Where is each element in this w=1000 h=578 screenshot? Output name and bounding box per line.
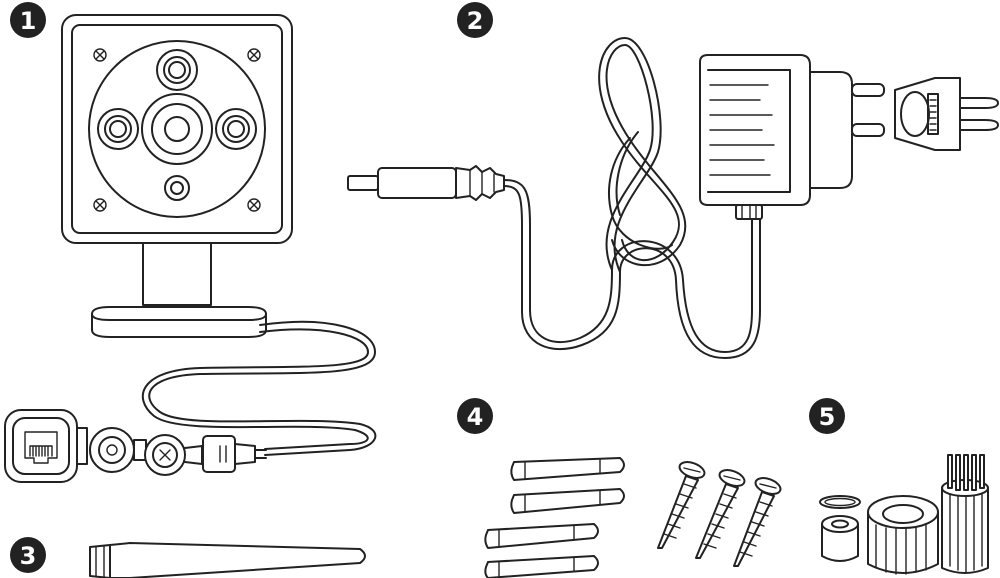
item-2-power-adapter: 2 (347, 2, 999, 359)
camera-stand (91, 242, 267, 338)
label-badge-1: 1 (10, 2, 46, 38)
item-1-camera: 1 (4, 2, 377, 483)
corner-screw-icon (93, 48, 261, 212)
ethernet-port-icon (4, 409, 88, 483)
camera-cable (141, 320, 377, 456)
item-4-wall-anchors-and-screws: 4 (457, 398, 782, 578)
light-sensor-icon (164, 175, 190, 201)
eu-plug-icon (809, 71, 885, 189)
label-number-1: 1 (20, 7, 37, 35)
screw-icon (657, 461, 782, 567)
label-number-2: 2 (467, 7, 484, 35)
label-badge-3: 3 (10, 537, 46, 573)
dc-power-jack-icon (89, 427, 147, 473)
label-number-3: 3 (20, 542, 37, 570)
rubber-seal-icon (821, 515, 859, 562)
cable-plug-icon (202, 435, 267, 473)
label-badge-2: 2 (457, 2, 493, 38)
item-5-waterproof-kit: 5 (809, 398, 989, 575)
camera-lens-icon (141, 93, 213, 165)
cable-gland-icon (941, 454, 989, 574)
camera-body (61, 14, 293, 244)
dc-plug-icon (347, 165, 505, 201)
reset-connector-icon (144, 434, 203, 476)
label-number-5: 5 (819, 403, 836, 431)
label-badge-5: 5 (809, 398, 845, 434)
item-3-antenna: 3 (10, 537, 366, 578)
adapter-body (699, 54, 811, 220)
wall-anchor-icon (484, 457, 625, 578)
locking-nut-icon (867, 495, 939, 575)
o-ring-icon (819, 495, 861, 509)
adapter-cable (503, 37, 761, 359)
ir-led-icon (97, 49, 257, 150)
us-plug-adapter-icon (894, 77, 999, 151)
label-number-4: 4 (467, 403, 484, 431)
antenna-icon (89, 542, 366, 578)
label-badge-4: 4 (457, 398, 493, 434)
